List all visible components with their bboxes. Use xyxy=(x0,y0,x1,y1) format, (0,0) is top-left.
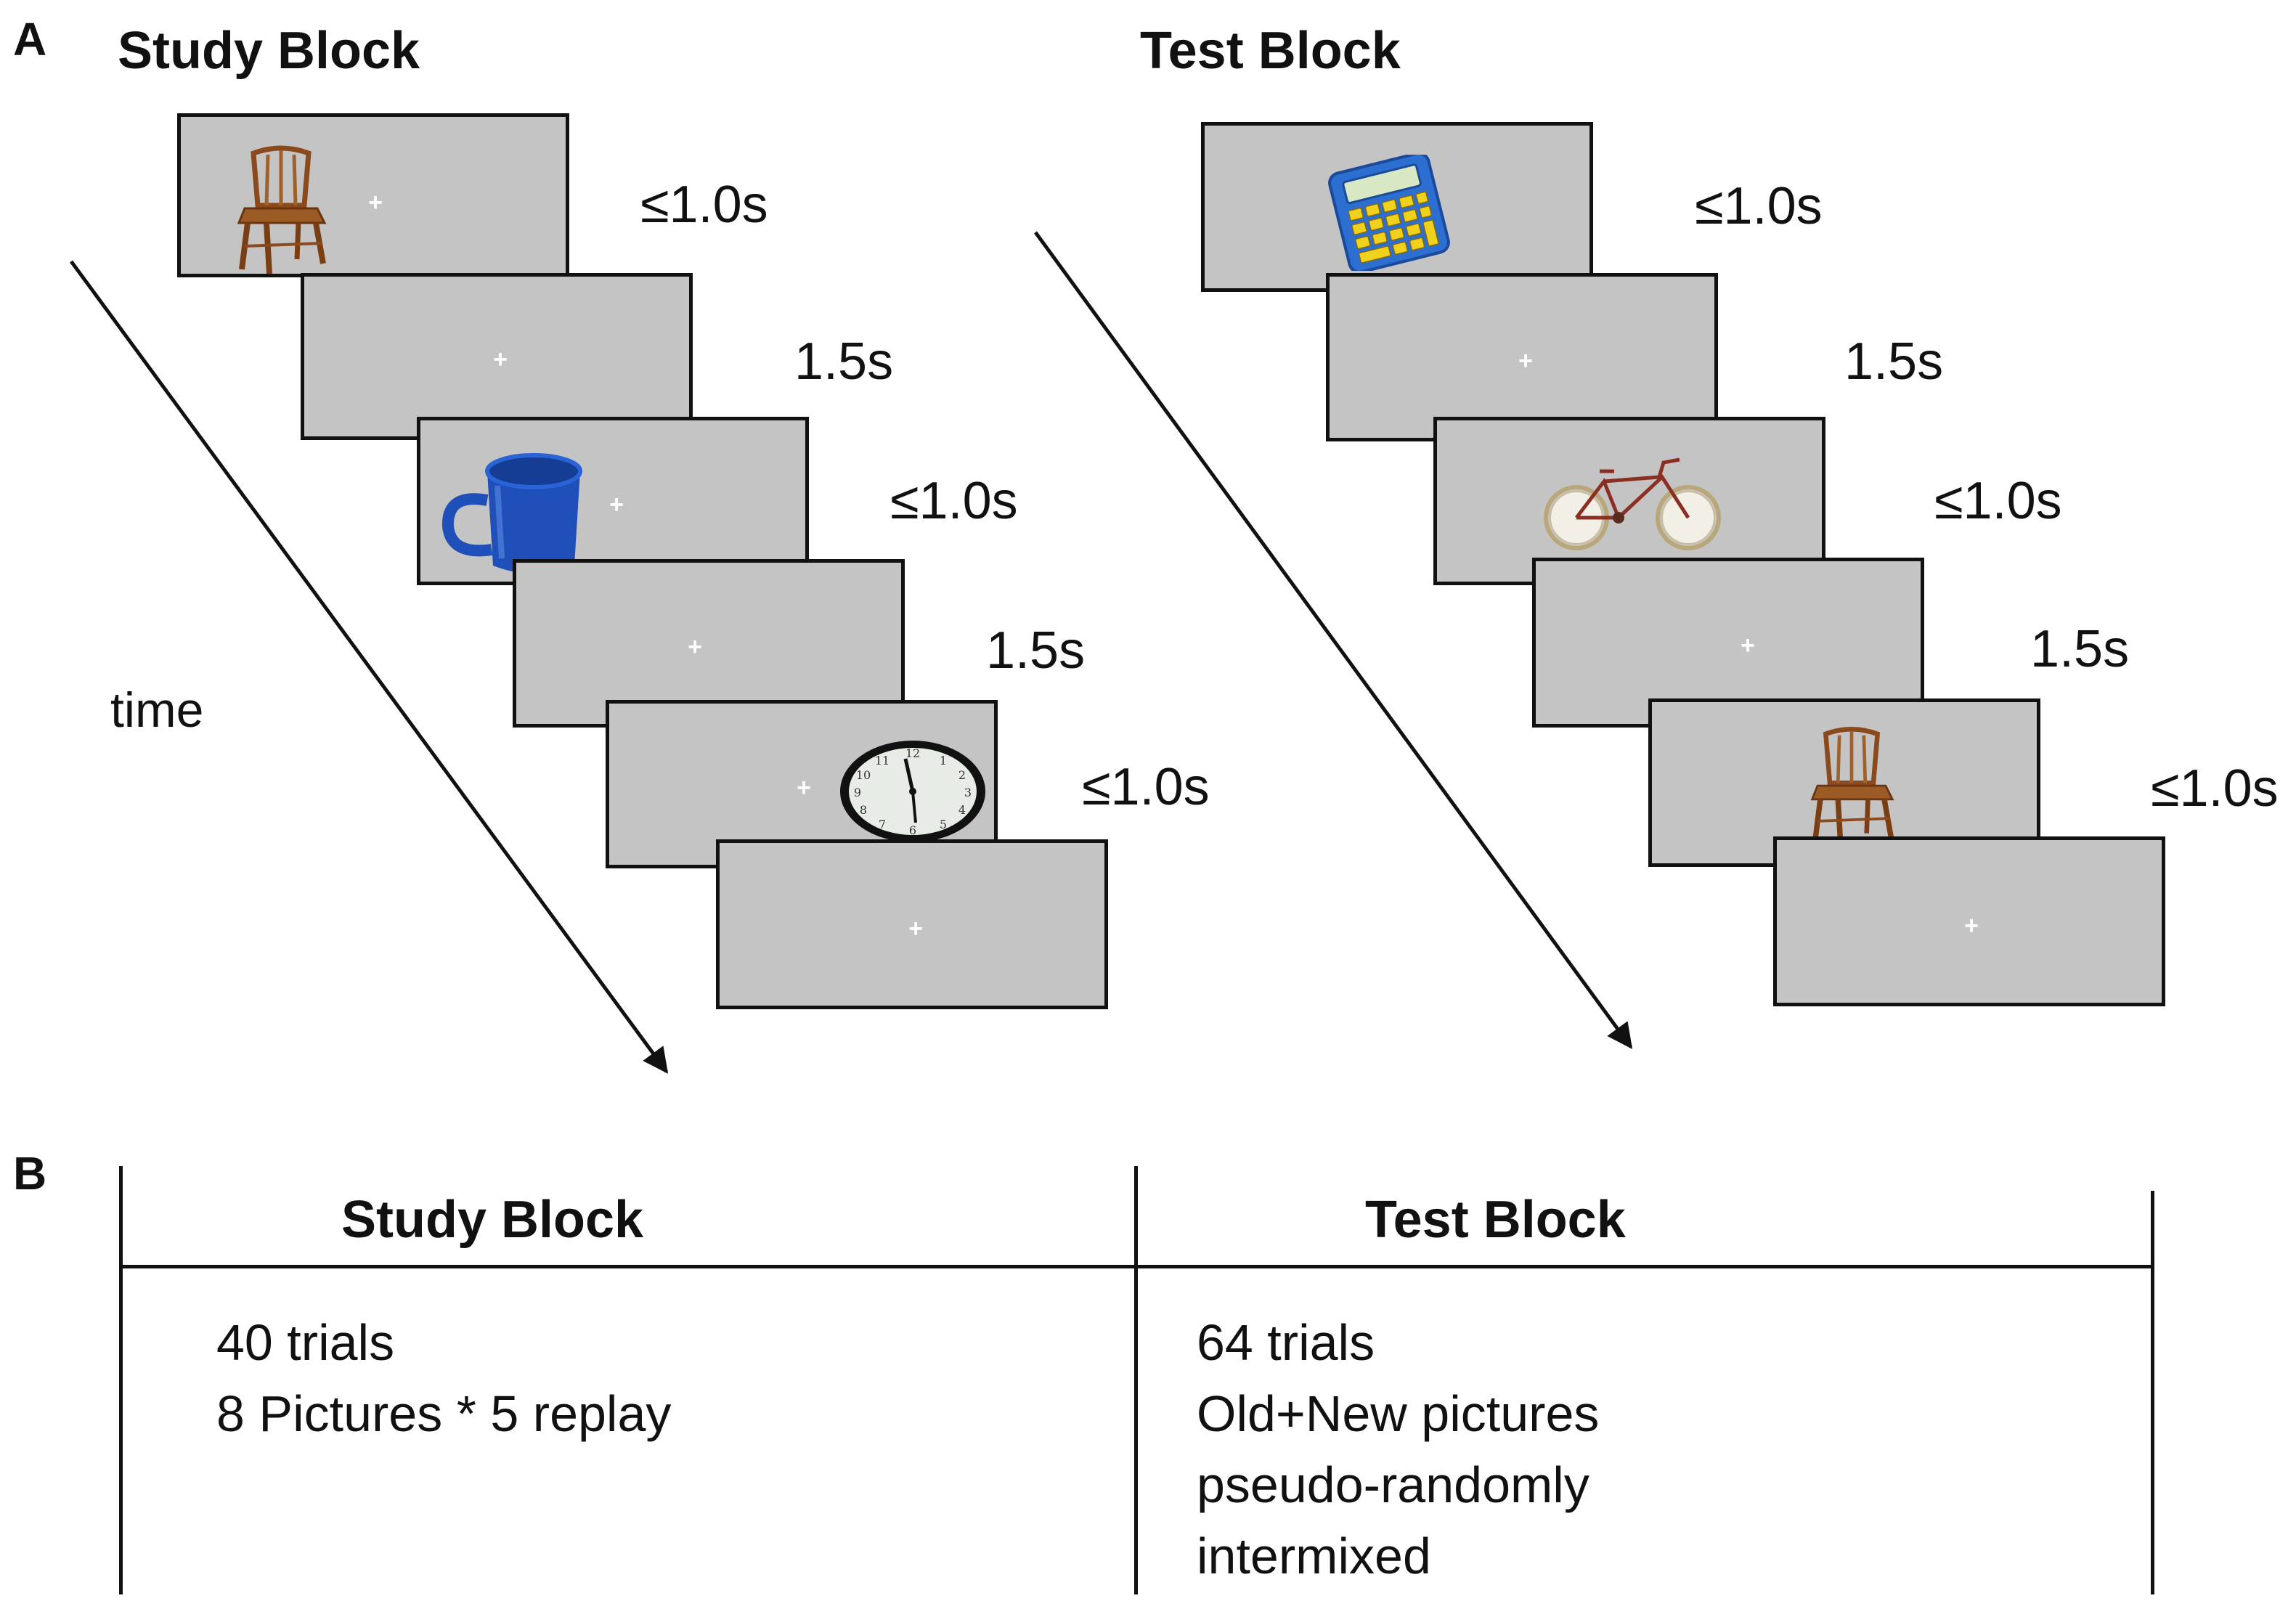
svg-text:11: 11 xyxy=(875,754,890,767)
svg-text:3: 3 xyxy=(964,786,972,799)
test-screen-6: + xyxy=(1773,836,2165,1006)
test-duration-1: ≤1.0s xyxy=(1695,177,1823,235)
svg-text:6: 6 xyxy=(909,823,916,837)
fixation-cross: + xyxy=(1741,632,1755,659)
svg-text:2: 2 xyxy=(958,768,966,782)
study-duration-2: 1.5s xyxy=(794,333,894,391)
svg-text:7: 7 xyxy=(879,818,886,831)
bicycle-picture xyxy=(1544,457,1721,550)
fixation-cross: + xyxy=(368,189,383,216)
table-header-test: Test Block xyxy=(1365,1191,1626,1249)
study-duration-3: ≤1.0s xyxy=(890,472,1018,530)
study-duration-5: ≤1.0s xyxy=(1082,758,1210,816)
test-line: 64 trials xyxy=(1197,1314,1375,1371)
study-block-title: Study Block xyxy=(118,22,420,80)
test-line: Old+New pictures xyxy=(1197,1385,1600,1442)
svg-text:4: 4 xyxy=(958,803,966,817)
test-block-title: Test Block xyxy=(1140,22,1401,80)
test-duration-2: 1.5s xyxy=(1844,333,1944,391)
table-middle-divider xyxy=(1134,1166,1138,1594)
cup-picture xyxy=(441,453,582,574)
study-duration-1: ≤1.0s xyxy=(640,176,768,234)
svg-text:12: 12 xyxy=(905,746,920,760)
study-time-arrow xyxy=(69,260,669,1074)
table-left-border xyxy=(119,1166,123,1594)
test-duration-3: ≤1.0s xyxy=(1934,472,2062,530)
svg-text:1: 1 xyxy=(940,754,947,767)
test-duration-4: 1.5s xyxy=(2030,620,2130,678)
svg-text:10: 10 xyxy=(856,768,871,782)
fixation-cross: + xyxy=(908,915,923,942)
fixation-cross: + xyxy=(493,346,508,373)
study-screen-2: + xyxy=(301,273,693,440)
study-screen-6: + xyxy=(716,839,1108,1009)
time-label: time xyxy=(110,683,204,738)
test-duration-5: ≤1.0s xyxy=(2151,759,2279,818)
chair-picture xyxy=(1810,727,1894,847)
study-description: 40 trials 8 Pictures * 5 replay xyxy=(216,1307,671,1449)
study-line: 40 trials xyxy=(216,1314,395,1371)
test-description: 64 trials Old+New pictures pseudo-random… xyxy=(1197,1307,1599,1592)
fixation-cross: + xyxy=(688,633,702,661)
test-screen-1 xyxy=(1201,122,1593,292)
svg-text:5: 5 xyxy=(940,818,947,831)
table-right-border xyxy=(2151,1191,2154,1594)
table-header-rule xyxy=(119,1265,2152,1268)
test-time-arrow xyxy=(1033,231,1633,1049)
test-line: pseudo-randomly xyxy=(1197,1457,1589,1513)
svg-text:8: 8 xyxy=(860,803,867,817)
test-line: intermixed xyxy=(1197,1528,1431,1584)
fixation-cross: + xyxy=(1518,347,1533,375)
study-duration-4: 1.5s xyxy=(986,622,1086,680)
chair-picture xyxy=(237,145,327,274)
study-screen-3: + xyxy=(417,417,809,585)
panel-b-label: B xyxy=(13,1147,47,1199)
study-line: 8 Pictures * 5 replay xyxy=(216,1385,672,1442)
clock-picture: 12 12 3 45 6 78 9 10 11 xyxy=(840,741,985,842)
fixation-cross: + xyxy=(609,491,624,518)
study-screen-1: + xyxy=(177,113,569,277)
panel-a-label: A xyxy=(13,13,47,65)
table-header-study: Study Block xyxy=(341,1191,644,1249)
fixation-cross: + xyxy=(797,774,811,802)
test-screen-3 xyxy=(1433,417,1825,585)
calculator-picture xyxy=(1328,155,1450,271)
fixation-cross: + xyxy=(1964,912,1979,940)
svg-text:9: 9 xyxy=(854,786,861,799)
time-arrows xyxy=(69,231,1633,1074)
